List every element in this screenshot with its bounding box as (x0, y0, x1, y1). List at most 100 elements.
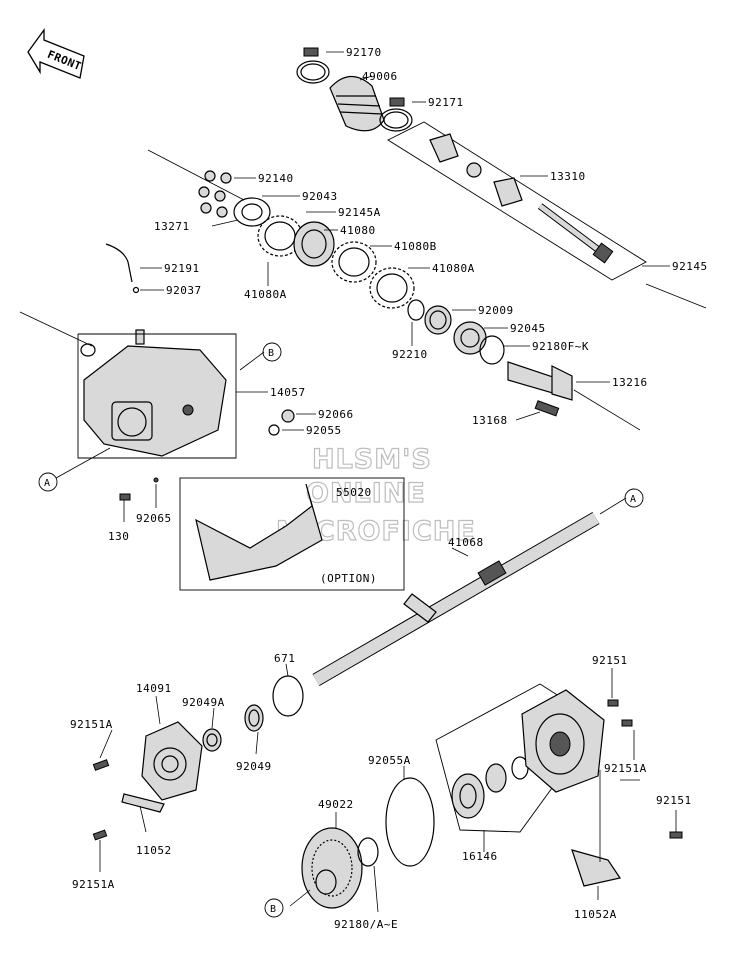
label-92191: 92191 (164, 262, 200, 275)
bracket-55020 (195, 483, 323, 581)
label-11052A: 11052A (574, 908, 617, 921)
label-92066: 92066 (318, 408, 354, 421)
label-55020: 55020 (336, 486, 372, 499)
o-ring-92180F-K (479, 335, 505, 365)
label-92049A: 92049A (182, 696, 225, 709)
pinion-gear (507, 361, 573, 417)
seal-92210 (407, 299, 425, 321)
label-14057: 14057 (270, 386, 306, 399)
callout-b-top: B (262, 342, 282, 362)
yoke-rear (493, 177, 523, 207)
watermark-line-1: HLSM'S (312, 444, 432, 475)
washer-92055 (268, 424, 280, 436)
svg-text:B: B (270, 904, 277, 915)
label-14091: 14091 (136, 682, 172, 695)
label-92043: 92043 (302, 190, 338, 203)
label-92151-right: 92151 (656, 794, 692, 807)
label-11052: 11052 (136, 844, 172, 857)
bearing-92045 (453, 321, 487, 355)
clamp-92171 (379, 108, 413, 132)
universal-joint-cross (466, 162, 482, 178)
clutch-pack (198, 170, 415, 309)
label-130: 130 (108, 530, 129, 543)
part-labels: 92170 49006 92171 13310 92140 92043 1327… (70, 46, 708, 931)
front-direction-arrow: FRONT (27, 28, 85, 79)
housing-14091 (141, 721, 203, 801)
label-92055: 92055 (306, 424, 342, 437)
svg-text:A: A (44, 478, 51, 489)
seal-92049 (244, 704, 264, 732)
label-41080A-left: 41080A (244, 288, 287, 301)
housing-14091-group (92, 721, 203, 841)
option-bracket-group: (OPTION) (179, 477, 405, 591)
watermark-line-2: ONLINE (306, 478, 426, 509)
rear-housing-group (435, 683, 683, 887)
leader-lines (55, 51, 677, 913)
label-92145: 92145 (672, 260, 708, 273)
part-13168 (534, 400, 560, 417)
label-92180F-K: 92180F~K (532, 340, 589, 353)
bracket-11052A (571, 849, 621, 887)
label-92037: 92037 (166, 284, 202, 297)
boot-assembly (296, 47, 413, 132)
plug-92066 (281, 409, 295, 423)
label-49006: 49006 (362, 70, 398, 83)
label-92045: 92045 (510, 322, 546, 335)
label-13216: 13216 (612, 376, 648, 389)
seals-group (202, 675, 304, 752)
seal-92049A (202, 728, 222, 752)
ring-gear-group (301, 777, 435, 909)
label-92151A-left: 92151A (70, 718, 113, 731)
callout-a-left: A (38, 472, 58, 492)
o-ring-671 (272, 675, 304, 717)
callout-a-right: A (624, 488, 644, 508)
yoke-front (429, 133, 459, 163)
label-92151-top: 92151 (592, 654, 628, 667)
clamp-92170 (296, 60, 330, 84)
plate-13271 (233, 197, 271, 227)
bracket-11052 (121, 793, 165, 813)
alignment-lines (19, 149, 707, 431)
label-92151A-bottom: 92151A (72, 878, 115, 891)
label-92151A-right: 92151A (604, 762, 647, 775)
svg-text:A: A (630, 494, 637, 505)
label-41080: 41080 (340, 224, 376, 237)
label-16146: 16146 (462, 850, 498, 863)
option-label: (OPTION) (320, 572, 377, 585)
label-92065: 92065 (136, 512, 172, 525)
label-41068: 41068 (448, 536, 484, 549)
label-92171: 92171 (428, 96, 464, 109)
callout-b-bottom: B (264, 898, 284, 918)
svg-text:B: B (268, 348, 275, 359)
label-13168: 13168 (472, 414, 508, 427)
bearing-16146 (451, 773, 485, 819)
shim-92180 (357, 837, 379, 867)
label-92180-A-E: 92180/A~E (334, 918, 398, 931)
label-92145A: 92145A (338, 206, 381, 219)
label-92049: 92049 (236, 760, 272, 773)
label-671: 671 (274, 652, 295, 665)
label-41080A-right: 41080A (432, 262, 475, 275)
breather (105, 243, 145, 345)
ring-92009 (424, 305, 452, 335)
plate-41080A-b (369, 267, 415, 309)
label-13310: 13310 (550, 170, 586, 183)
o-ring-92055A (385, 777, 435, 867)
label-49022: 49022 (318, 798, 354, 811)
bearing-row (407, 299, 505, 365)
plate-41080 (293, 221, 335, 267)
label-41080B: 41080B (394, 240, 437, 253)
label-92210: 92210 (392, 348, 428, 361)
label-92170: 92170 (346, 46, 382, 59)
label-92140: 92140 (258, 172, 294, 185)
propeller-shaft-group (387, 121, 647, 281)
drive-housing (77, 333, 295, 501)
housing-14057 (83, 345, 227, 457)
label-13271: 13271 (154, 220, 190, 233)
label-92055A: 92055A (368, 754, 411, 767)
label-92009: 92009 (478, 304, 514, 317)
drive-shaft (312, 511, 600, 687)
plate-41080B (331, 241, 377, 283)
